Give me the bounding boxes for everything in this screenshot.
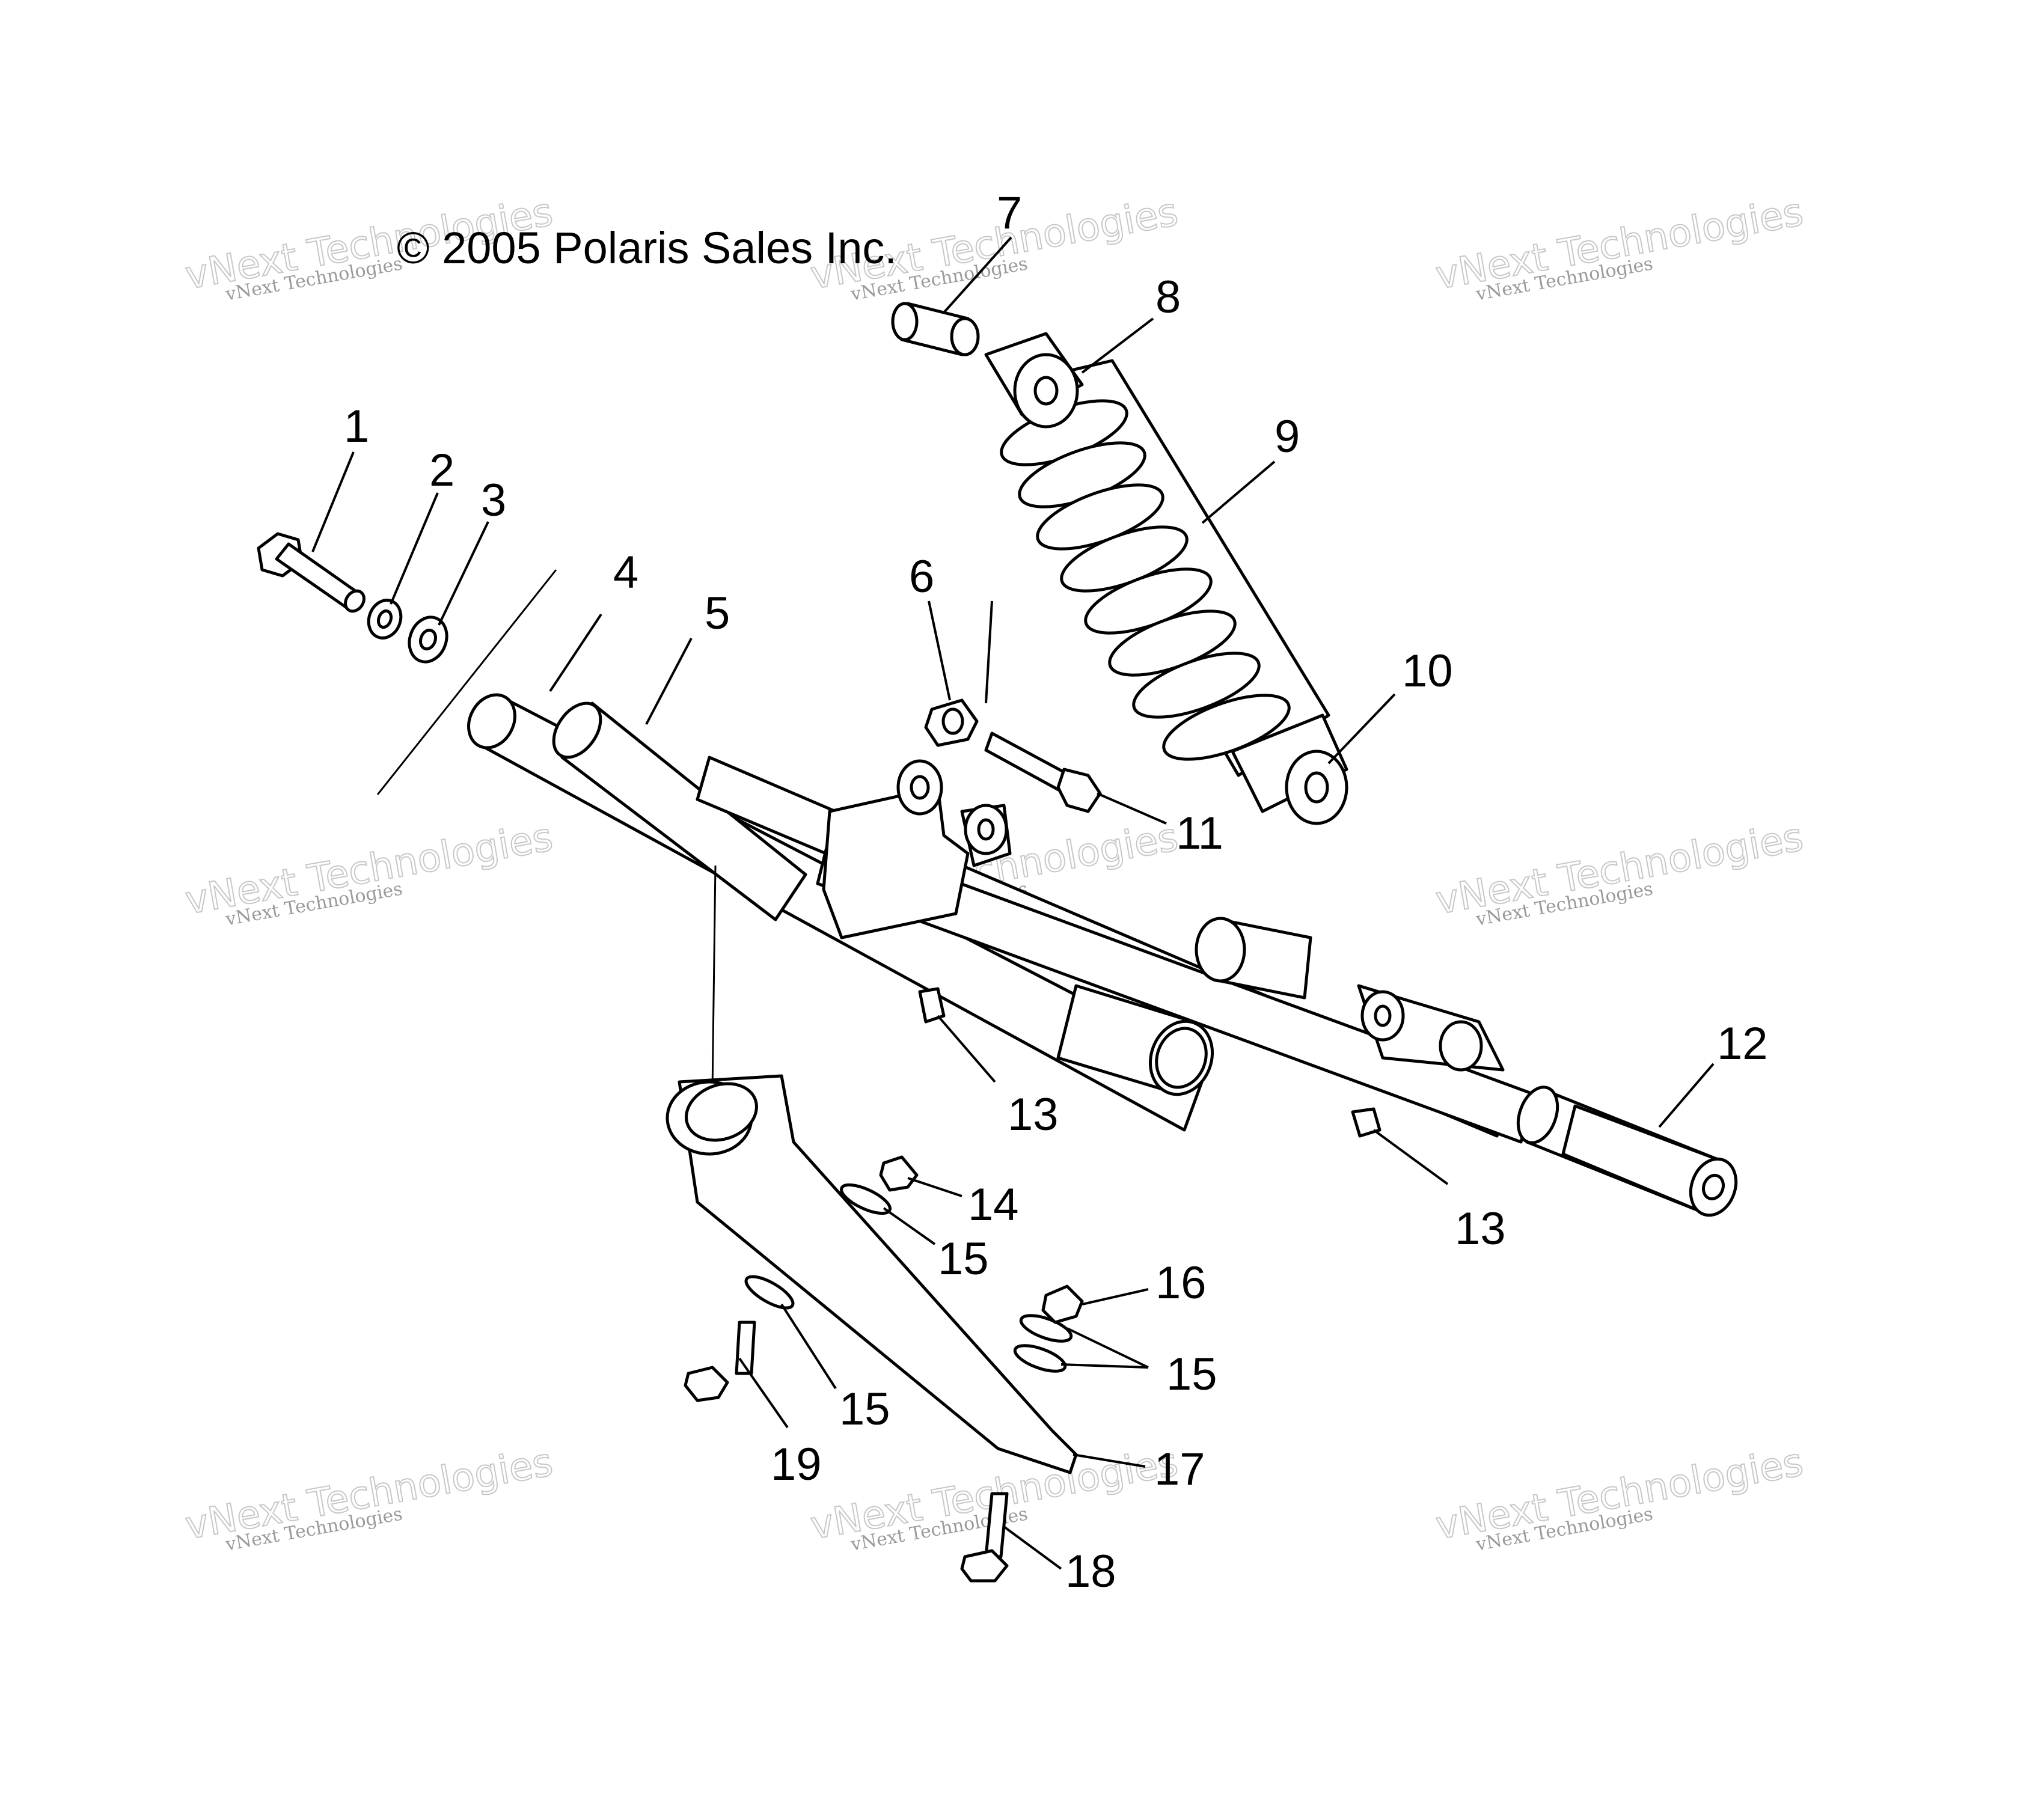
watermark-middle-left: vNext Technologies vNext Technologies — [182, 814, 557, 930]
callout-15-top: 15 — [938, 1233, 989, 1284]
leader-lines — [311, 236, 1715, 1570]
grease-fitting-part-13-left — [918, 987, 946, 1024]
callout-13-left: 13 — [1008, 1089, 1059, 1140]
washer-part-15-c — [1013, 1314, 1073, 1373]
nut-part-14 — [879, 1155, 919, 1192]
callout-6: 6 — [909, 551, 934, 602]
callout-9: 9 — [1274, 411, 1300, 462]
nut-part-16 — [1041, 1284, 1084, 1324]
callout-18: 18 — [1065, 1546, 1116, 1597]
callout-labels: 1 2 3 4 5 6 7 8 9 10 11 12 13 13 14 15 1… — [344, 188, 1768, 1597]
washer-part-3 — [408, 615, 448, 664]
watermarks: vNext Technologies vNext Technologies vN… — [182, 189, 1807, 1556]
washer-part-2 — [367, 599, 403, 640]
alignment-line — [376, 569, 557, 795]
callout-5: 5 — [705, 588, 730, 639]
callout-8: 8 — [1155, 272, 1181, 323]
washer-part-15-b — [744, 1275, 795, 1310]
bolt-part-19 — [684, 1321, 756, 1402]
callout-1: 1 — [344, 401, 369, 452]
callout-14: 14 — [968, 1179, 1019, 1230]
watermark-top-right: vNext Technologies vNext Technologies — [1432, 189, 1807, 305]
shock-absorber — [891, 302, 1348, 825]
leader-strap — [711, 865, 717, 1092]
callout-16: 16 — [1155, 1257, 1207, 1309]
watermark-bottom-right: vNext Technologies vNext Technologies — [1432, 1440, 1807, 1556]
copyright-text: © 2005 Polaris Sales Inc. — [397, 223, 897, 273]
callout-2: 2 — [429, 445, 454, 496]
callout-3: 3 — [481, 475, 506, 526]
callout-4: 4 — [613, 547, 638, 598]
callout-15-bottom: 15 — [839, 1384, 890, 1435]
nut-part-6 — [924, 698, 979, 747]
grease-fitting-part-13-right — [1351, 1107, 1382, 1138]
callout-7: 7 — [997, 188, 1022, 239]
watermark-middle-right: vNext Technologies vNext Technologies — [1432, 814, 1807, 930]
callout-13-right: 13 — [1455, 1203, 1506, 1254]
callout-19: 19 — [771, 1439, 822, 1490]
callout-11: 11 — [1176, 808, 1223, 859]
washer-part-15-a — [840, 1183, 892, 1215]
callout-10: 10 — [1402, 646, 1453, 697]
callout-12: 12 — [1717, 1018, 1768, 1069]
watermark-bottom-left: vNext Technologies vNext Technologies — [182, 1440, 557, 1556]
strap-part-17 — [666, 1074, 1078, 1474]
bolt-part-18 — [960, 1492, 1009, 1583]
cross-arm — [696, 756, 1738, 1217]
bolt-part-1 — [257, 532, 366, 613]
bolt-part-11 — [984, 731, 1102, 813]
callout-15-right: 15 — [1166, 1349, 1217, 1400]
callout-17: 17 — [1154, 1444, 1205, 1495]
